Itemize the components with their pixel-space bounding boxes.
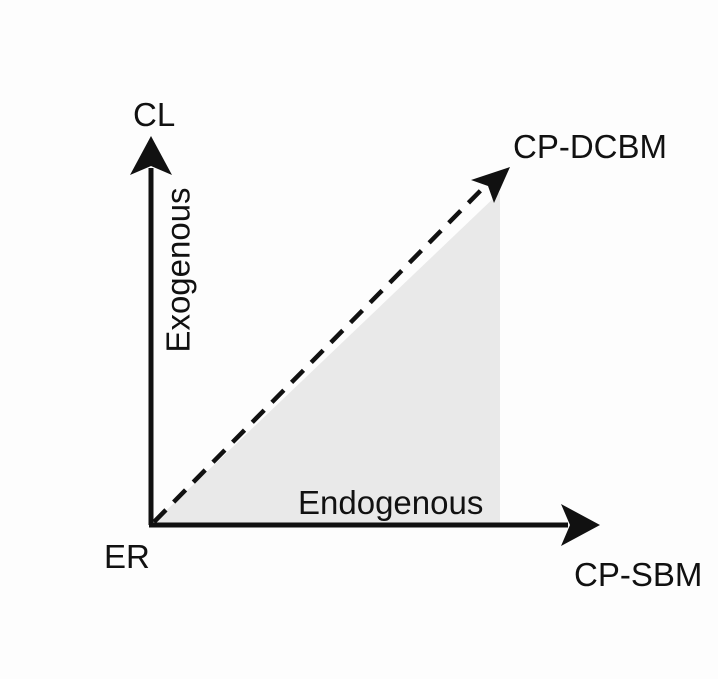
horizontal-axis-arrowhead <box>561 504 600 546</box>
node-label-cp-dcbm: CP-DCBM <box>513 128 667 165</box>
diagonal-arrowhead <box>471 167 510 203</box>
node-label-er: ER <box>104 538 150 575</box>
node-label-cl: CL <box>133 96 176 133</box>
vertical-axis-label: Exogenous <box>159 187 197 353</box>
diagonal-dashed-line <box>152 180 491 524</box>
shaded-region <box>151 192 500 525</box>
node-label-cp-sbm: CP-SBM <box>574 556 703 593</box>
horizontal-axis-label: Endogenous <box>298 484 484 521</box>
vertical-axis-arrowhead <box>130 136 172 175</box>
